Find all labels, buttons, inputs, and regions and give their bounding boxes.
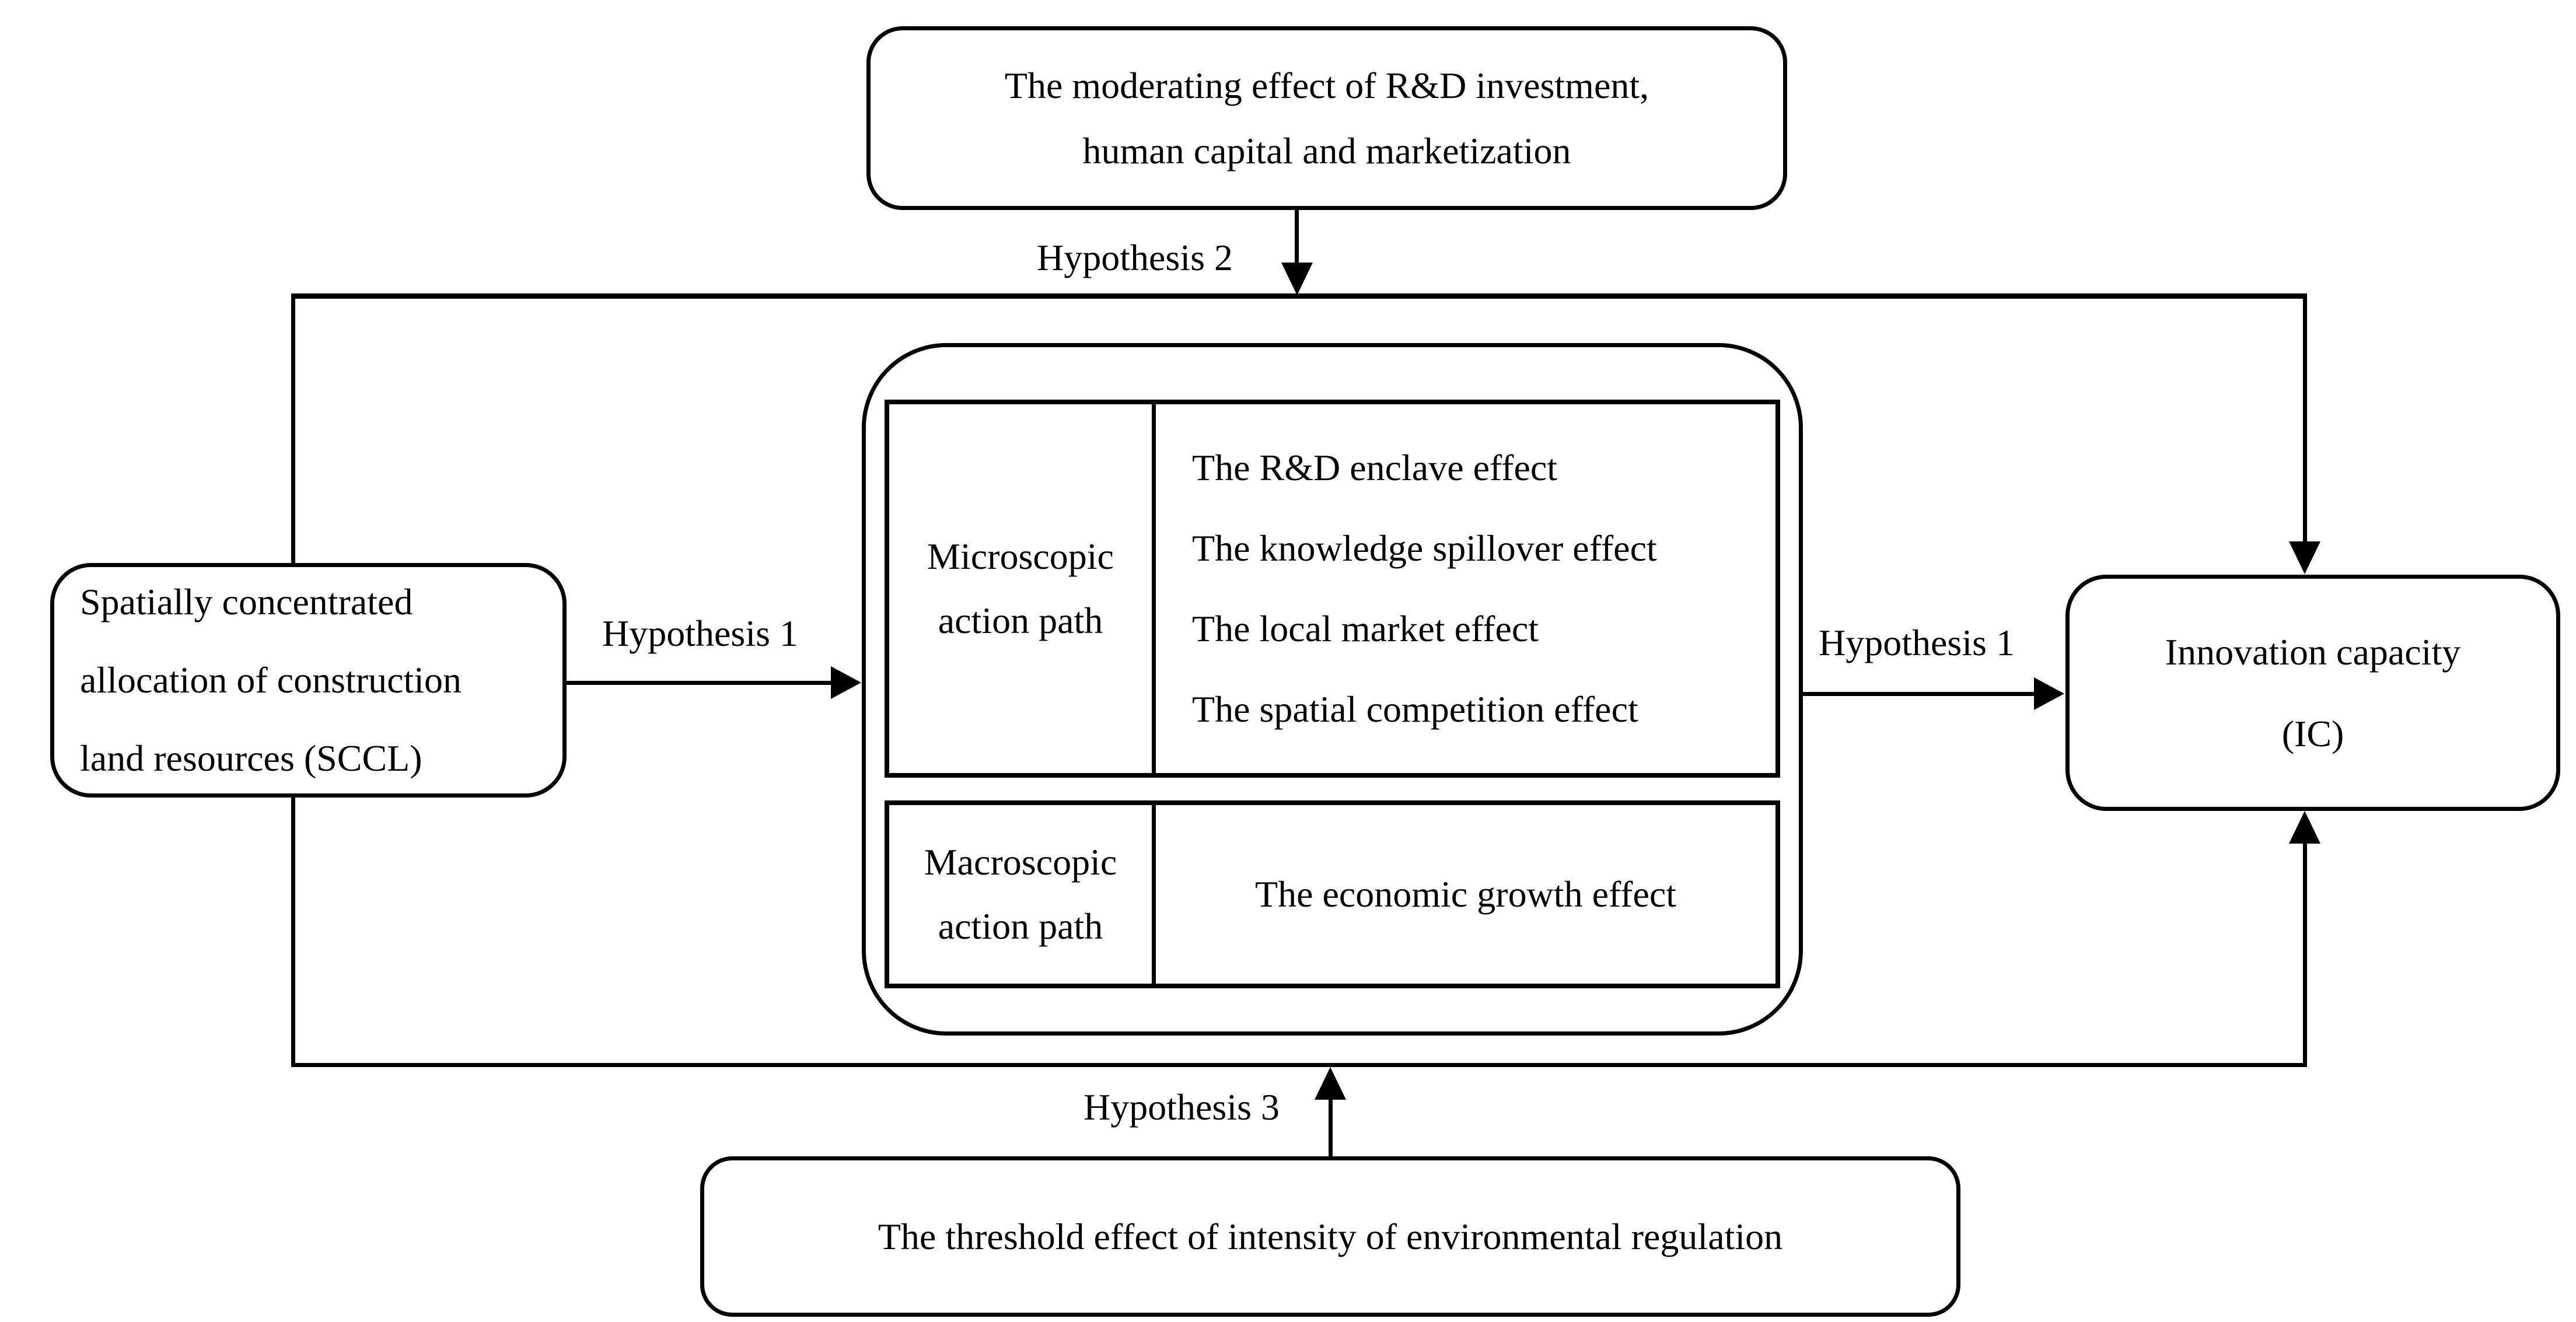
effect-spatial-competition: The spatial competition effect [1192, 688, 1638, 730]
hypothesis3-label: Hypothesis 3 [1083, 1086, 1280, 1128]
top-connector-right-drop-line [2303, 293, 2307, 543]
macroscopic-header-line1: Macroscopic [924, 841, 1117, 883]
innovation-capacity-box: Innovation capacity (IC) [2065, 575, 2560, 811]
bottom-connector-left-riser-line [291, 796, 295, 1063]
bottom-connector-arrowhead-icon [2289, 811, 2320, 844]
microscopic-header-cell: Microscopic action path [889, 404, 1156, 773]
bottom-connector-line [291, 1063, 2307, 1067]
macroscopic-path-table: Macroscopic action path The economic gro… [885, 800, 1780, 988]
threshold-effect-box: The threshold effect of intensity of env… [700, 1156, 1960, 1317]
top-connector-arrowhead-icon [2289, 541, 2320, 574]
effect-knowledge-spillover: The knowledge spillover effect [1192, 527, 1657, 569]
threshold-effect-text: The threshold effect of intensity of env… [878, 1215, 1783, 1257]
hypothesis2-arrowhead-icon [1281, 263, 1313, 295]
effect-economic-growth: The economic growth effect [1254, 873, 1677, 915]
moderating-effect-line1: The moderating effect of R&D investment, [1004, 64, 1649, 106]
hypothesis3-arrowhead-icon [1315, 1067, 1346, 1100]
hypothesis1-left-label: Hypothesis 1 [602, 613, 798, 654]
hypothesis1-right-label: Hypothesis 1 [1819, 622, 2015, 663]
innovation-line1: Innovation capacity [2165, 631, 2461, 673]
macroscopic-effects-cell: The economic growth effect [1156, 805, 1775, 984]
microscopic-path-table: Microscopic action path The R&D enclave … [885, 400, 1780, 778]
sccl-line2: allocation of construction [80, 659, 462, 701]
hypothesis1-left-arrowhead-icon [831, 666, 861, 699]
effect-local-market: The local market effect [1192, 608, 1539, 649]
hypothesis1-left-arrow-line [567, 681, 832, 685]
sccl-line3: land resources (SCCL) [80, 737, 422, 779]
hypothesis2-arrow-line [1295, 209, 1299, 267]
sccl-box: Spatially concentrated allocation of con… [50, 563, 567, 798]
hypothesis3-arrow-line [1329, 1097, 1333, 1156]
moderating-effect-box: The moderating effect of R&D investment,… [866, 26, 1787, 210]
microscopic-effects-cell: The R&D enclave effect The knowledge spi… [1156, 404, 1775, 773]
macroscopic-header-line2: action path [938, 905, 1103, 947]
top-connector-left-drop-line [291, 293, 295, 563]
bottom-connector-right-riser-line [2303, 841, 2307, 1063]
innovation-line2: (IC) [2281, 712, 2344, 754]
hypothesis1-right-arrow-line [1803, 692, 2036, 696]
sccl-line1: Spatially concentrated [80, 581, 413, 622]
moderating-effect-line2: human capital and marketization [1082, 130, 1571, 172]
microscopic-header-line2: action path [938, 600, 1103, 641]
macroscopic-header-cell: Macroscopic action path [889, 805, 1156, 984]
top-connector-line [291, 293, 2307, 299]
hypothesis1-right-arrowhead-icon [2034, 677, 2064, 710]
hypothesis2-label: Hypothesis 2 [1037, 237, 1233, 278]
effect-rd-enclave: The R&D enclave effect [1192, 447, 1558, 488]
microscopic-header-line1: Microscopic [927, 536, 1114, 577]
